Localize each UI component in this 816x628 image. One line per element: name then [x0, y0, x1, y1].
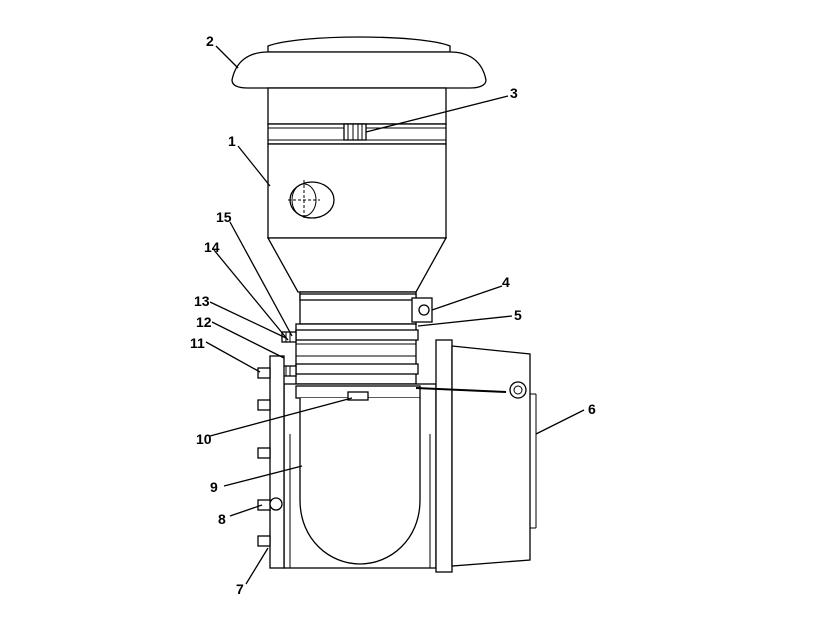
side-housing — [415, 339, 537, 573]
outlet-neck — [281, 291, 433, 385]
callout-6: 6 — [588, 401, 596, 417]
callout-9: 9 — [210, 479, 218, 495]
leader-lines — [205, 45, 585, 585]
rain-cap — [231, 36, 487, 89]
callout-13: 13 — [194, 293, 210, 309]
callout-10: 10 — [196, 431, 212, 447]
filter-housing — [283, 383, 437, 569]
callout-4: 4 — [502, 274, 510, 290]
callout-3: 3 — [510, 85, 518, 101]
callout-8: 8 — [218, 511, 226, 527]
callout-labels: 1 2 3 4 5 6 7 8 9 10 11 12 13 14 15 — [190, 33, 596, 597]
callout-1: 1 — [228, 133, 236, 149]
callout-11: 11 — [190, 335, 205, 351]
callout-15: 15 — [216, 209, 232, 225]
cone — [266, 237, 448, 293]
mounting-bracket — [257, 355, 285, 569]
callout-14: 14 — [204, 239, 220, 255]
upper-housing — [267, 87, 447, 239]
callout-2: 2 — [206, 33, 214, 49]
callout-12: 12 — [196, 314, 212, 330]
callout-7: 7 — [236, 581, 244, 597]
callout-5: 5 — [514, 307, 522, 323]
